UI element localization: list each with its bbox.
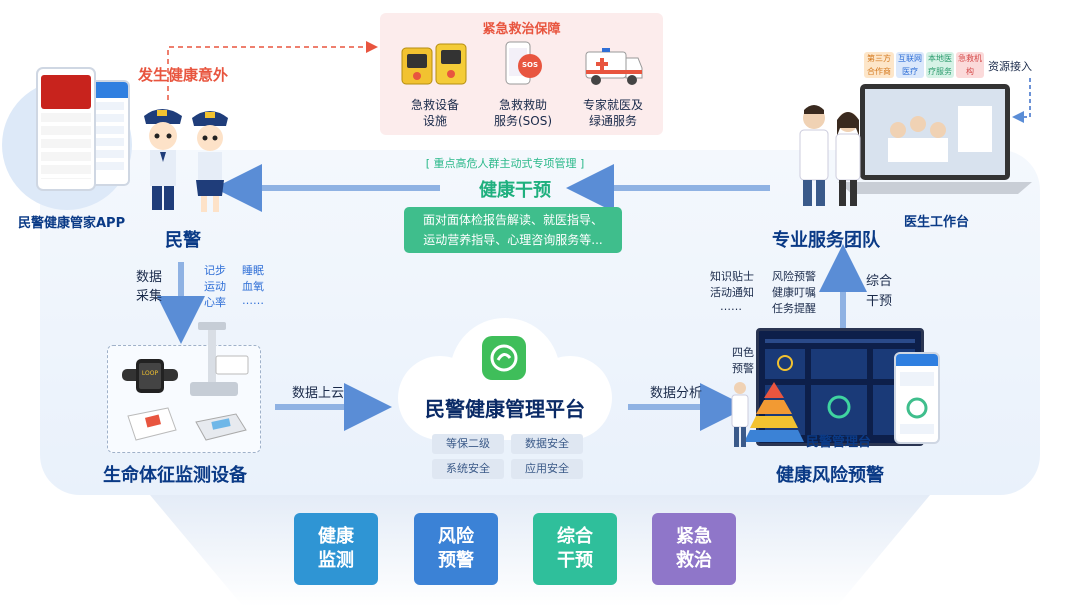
card-risk-warning: 风险 预警 [414, 513, 498, 585]
accident-arrow [167, 41, 378, 100]
intervention-desc-line1: 面对面体检报告解读、就医指导、 [422, 213, 603, 227]
emergency-item-3-line2: 绿通服务 [588, 114, 637, 128]
metric-sleep: 睡眠 [242, 264, 264, 277]
sos-text: SOS [521, 61, 539, 69]
resource-tag-internet: 互联网医疗 [896, 52, 924, 78]
intervention-subtitle: [ 重点高危人群主动式专项管理 ] [425, 157, 585, 170]
resource-arrow [1012, 78, 1031, 123]
integrated-intervention-line1: 综合 [866, 274, 893, 289]
notice-tips: 知识贴士 [710, 270, 754, 283]
card-line1: 紧急 [676, 526, 712, 547]
ambulance-icon [584, 46, 644, 90]
emergency-item-2-line1: 急救救助 [498, 98, 547, 112]
risk-warning-label: 健康风险预警 [776, 465, 884, 486]
mgmt-platform-label: 民警管理台 [806, 435, 872, 450]
metric-heart-rate: 心率 [204, 296, 226, 309]
health-accident-label: 发生健康意外 [138, 66, 229, 84]
integrated-intervention-line2: 干预 [866, 294, 893, 309]
card-line2: 干预 [557, 550, 593, 571]
notice-activity: 活动通知 [710, 286, 754, 299]
card-line1: 健康 [318, 526, 354, 547]
notice-reminder: 健康叮嘱 [772, 286, 816, 299]
devices-label: 生命体征监测设备 [103, 465, 247, 486]
card-integrated-intervention: 综合 干预 [533, 513, 617, 585]
ecg-device-icon [192, 410, 250, 448]
platform-tag-system-security: 系统安全 [432, 459, 504, 479]
four-color-line2: 预警 [732, 362, 754, 375]
card-line2: 救治 [676, 550, 712, 571]
platform-cloud [380, 318, 630, 452]
platform-tag-app-security: 应用安全 [511, 459, 583, 479]
platform-logo-icon [482, 336, 526, 380]
metric-steps: 记步 [204, 264, 226, 277]
emergency-item-1-line1: 急救设备 [410, 98, 459, 112]
resource-tag-local: 本地医疗服务 [926, 52, 954, 78]
intervention-title: 健康干预 [479, 180, 551, 201]
resource-access-label: 资源接入 [988, 60, 1032, 73]
four-color-line1: 四色 [732, 346, 754, 359]
doctor-figures [790, 100, 870, 214]
metric-exercise: 运动 [204, 280, 226, 293]
police-figures [138, 100, 234, 219]
emergency-item-1-line2: 设施 [422, 114, 447, 128]
emergency-item-2-line2: 服务(SOS) [493, 114, 553, 128]
platform-title: 民警健康管理平台 [425, 397, 585, 421]
emergency-item-3-line1: 专家就医及 [582, 98, 643, 112]
app-phone-front [36, 67, 96, 191]
resource-tag-emergency: 急救机构 [956, 52, 984, 78]
blood-pressure-icon [124, 406, 180, 450]
card-line2: 监测 [318, 550, 354, 571]
card-line2: 预警 [438, 550, 474, 571]
body-scale-icon [190, 322, 252, 406]
aed-icon [400, 40, 470, 92]
platform-tag-level2: 等保二级 [432, 434, 504, 454]
analyst-figure [726, 380, 754, 454]
police-label: 民警 [165, 230, 201, 251]
app-label: 民警健康管家APP [18, 216, 126, 231]
card-emergency-treatment: 紧急 救治 [652, 513, 736, 585]
mgmt-phone [894, 352, 940, 444]
laptop-icon [838, 84, 1033, 204]
emergency-title: 紧急救治保障 [482, 22, 561, 37]
intervention-desc-line2: 运动营养指导、心理咨询服务等... [423, 233, 603, 247]
data-upload-label: 数据上云 [292, 386, 345, 401]
notice-risk: 风险预警 [772, 270, 816, 283]
smartwatch-icon: LOOP [122, 355, 178, 401]
data-collect-line1: 数据 [136, 270, 163, 285]
watch-screen-text: LOOP [141, 370, 159, 377]
metric-more: …… [242, 294, 264, 307]
intervention-box [404, 207, 622, 253]
card-line1: 综合 [557, 526, 593, 547]
card-health-monitoring: 健康 监测 [294, 513, 378, 585]
data-collect-line2: 采集 [136, 289, 163, 304]
metric-oxygen: 血氧 [242, 280, 264, 293]
resource-tag-third-party: 第三方合作商 [864, 52, 894, 78]
notice-task: 任务提醒 [772, 302, 816, 315]
platform-tag-data-security: 数据安全 [511, 434, 583, 454]
card-line1: 风险 [438, 526, 474, 547]
notice-more: …… [720, 300, 742, 313]
sos-phone-icon: SOS [500, 40, 546, 88]
doctor-workbench-label: 医生工作台 [904, 215, 970, 230]
service-team-label: 专业服务团队 [772, 230, 880, 251]
pyramid-icon [744, 380, 804, 450]
data-analysis-label: 数据分析 [650, 386, 703, 401]
